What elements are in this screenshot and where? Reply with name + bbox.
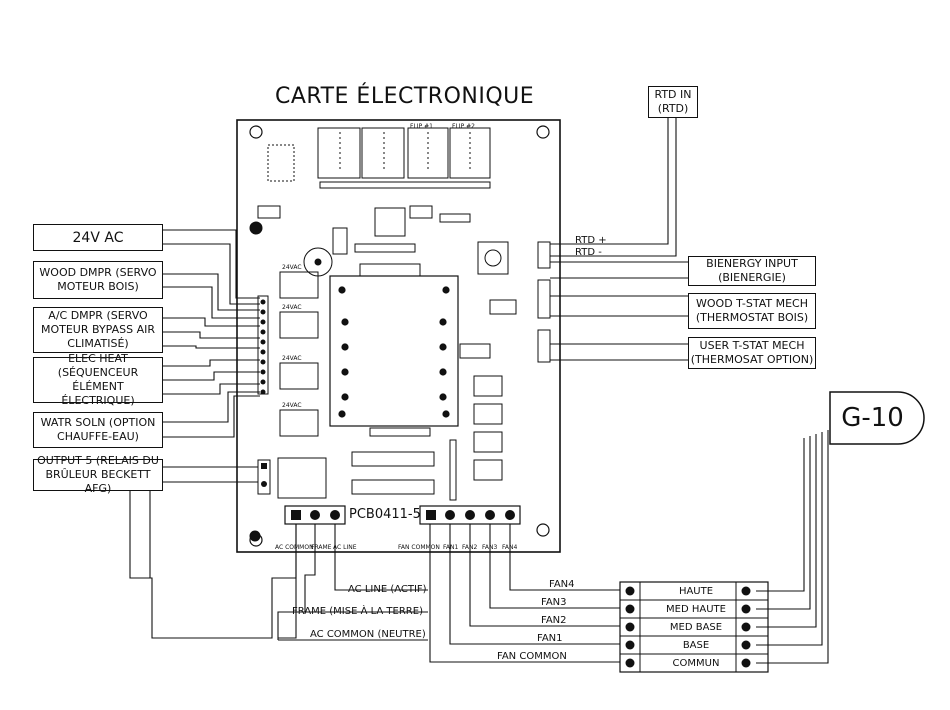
ac-terminal-block bbox=[284, 505, 346, 525]
left-wires bbox=[162, 229, 260, 483]
output5-return bbox=[129, 490, 297, 639]
box-bienergy: BIENERGY INPUT (BIENERGIE) bbox=[688, 256, 816, 286]
box-output-5-line-1: OUTPUT 5 (RELAIS DU bbox=[37, 454, 159, 467]
box-elec-heat-line-2: (SÉQUENCEUR ÉLÉMENT bbox=[57, 366, 139, 393]
rtd-in-box: RTD IN (RTD) bbox=[648, 86, 698, 118]
transformer bbox=[329, 275, 459, 427]
fan3-wire-label: FAN3 bbox=[541, 597, 567, 608]
box-watr-soln-line-2: CHAUFFE-EAU) bbox=[57, 430, 139, 443]
box-user-tstat-line-2: (THERMOSAT OPTION) bbox=[690, 353, 814, 366]
box-watr-soln-line-1: WATR SOLN (OPTION bbox=[40, 416, 156, 429]
mounting-holes bbox=[249, 125, 550, 547]
box-24v-ac: 24V AC bbox=[33, 224, 163, 251]
box-wood-dmpr-line-2: MOTEUR BOIS) bbox=[57, 280, 139, 293]
speed-haute: HAUTE bbox=[678, 586, 714, 597]
rtd-plus-label: RTD + bbox=[575, 235, 607, 246]
speed-base: BASE bbox=[682, 640, 710, 651]
box-ac-dmpr-line-3: CLIMATISÉ) bbox=[67, 337, 129, 350]
top-ic-array bbox=[267, 127, 491, 189]
speed-commun: COMMUN bbox=[672, 658, 720, 669]
box-output-5-line-2: BRÛLEUR BECKETT AFG) bbox=[45, 468, 151, 495]
left-relays bbox=[257, 271, 319, 437]
bottom-components bbox=[249, 427, 457, 542]
g10-connector bbox=[829, 391, 925, 445]
right-components bbox=[459, 241, 551, 481]
ac-terminal-line: AC LINE bbox=[333, 544, 357, 551]
box-output-5: OUTPUT 5 (RELAIS DU BRÛLEUR BECKETT AFG) bbox=[33, 454, 163, 495]
speed-med-haute: MED HAUTE bbox=[666, 604, 726, 615]
box-ac-dmpr-line-1: A/C DMPR (SERVO bbox=[48, 309, 148, 322]
ac-wires bbox=[277, 524, 428, 641]
box-watr-soln: WATR SOLN (OPTION CHAUFFE-EAU) bbox=[33, 412, 163, 448]
ac-terminal-common: AC COMMON bbox=[275, 544, 314, 551]
board-mark-24vac-1: 24VAC bbox=[282, 264, 302, 271]
box-elec-heat: ELEC HEAT (SÉQUENCEUR ÉLÉMENT ÉLECTRIQUE… bbox=[33, 352, 163, 407]
pcb-code: PCB0411-5 bbox=[349, 507, 421, 522]
speed-med-base: MED BASE bbox=[669, 622, 723, 633]
fan-terminal-1: FAN1 bbox=[443, 544, 459, 551]
box-wood-tstat: WOOD T-STAT MECH (THERMOSTAT BOIS) bbox=[688, 293, 816, 329]
box-ac-dmpr: A/C DMPR (SERVO MOTEUR BYPASS AIR CLIMAT… bbox=[33, 307, 163, 353]
box-bienergy-line-2: (BIENERGIE) bbox=[718, 271, 786, 284]
rtd-in-line-2: (RTD) bbox=[657, 102, 689, 115]
fan2-wire-label: FAN2 bbox=[541, 615, 567, 626]
box-24v-ac-line-1: 24V AC bbox=[72, 229, 124, 246]
g10-label: G-10 bbox=[841, 403, 904, 433]
board-mark-24vac-4: 24VAC bbox=[282, 402, 302, 409]
fan-common-wire-label: FAN COMMON bbox=[497, 651, 567, 662]
fan-terminal-block bbox=[419, 505, 521, 525]
board-mark-flip-2: FLIP #2 bbox=[452, 123, 475, 130]
board-mark-24vac-2: 24VAC bbox=[282, 304, 302, 311]
box-user-tstat-line-1: USER T-STAT MECH bbox=[699, 339, 805, 352]
fan4-wire-label: FAN4 bbox=[549, 579, 575, 590]
board-mark-flip-1: FLIP #1 bbox=[410, 123, 433, 130]
right-wires bbox=[550, 261, 688, 361]
output5-connector bbox=[257, 459, 271, 495]
left-terminal-pins bbox=[260, 299, 266, 395]
diagram-title: CARTE ÉLECTRONIQUE bbox=[275, 84, 535, 109]
board-mark-24vac-3: 24VAC bbox=[282, 355, 302, 362]
box-ac-dmpr-line-2: MOTEUR BYPASS AIR bbox=[40, 323, 155, 336]
fan-terminal-common: FAN COMMON bbox=[398, 544, 440, 551]
rtd-wires bbox=[550, 118, 677, 257]
fan-terminal-2: FAN2 bbox=[462, 544, 478, 551]
upper-components bbox=[249, 205, 509, 277]
frame-wire-label: FRAME (MISE À LA TERRE) bbox=[292, 606, 423, 617]
box-elec-heat-line-3: ÉLECTRIQUE) bbox=[61, 394, 135, 407]
box-bienergy-line-1: BIENERGY INPUT bbox=[706, 257, 798, 270]
box-wood-dmpr: WOOD DMPR (SERVO MOTEUR BOIS) bbox=[33, 261, 163, 299]
fan1-wire-label: FAN1 bbox=[537, 633, 563, 644]
fan-terminal-4: FAN4 bbox=[502, 544, 518, 551]
fan-wires bbox=[429, 524, 620, 663]
ac-line-wire-label: AC LINE (ACTIF) bbox=[348, 584, 427, 595]
g10-wires bbox=[756, 430, 829, 664]
ac-terminal-frame: FRAME bbox=[311, 544, 332, 551]
box-elec-heat-line-1: ELEC HEAT bbox=[68, 352, 128, 365]
box-user-tstat: USER T-STAT MECH (THERMOSAT OPTION) bbox=[688, 337, 816, 369]
box-wood-dmpr-line-1: WOOD DMPR (SERVO bbox=[39, 266, 157, 279]
box-wood-tstat-line-2: (THERMOSTAT BOIS) bbox=[695, 311, 809, 324]
rtd-minus-label: RTD - bbox=[575, 247, 602, 258]
ac-common-wire-label: AC COMMON (NEUTRE) bbox=[310, 629, 426, 640]
fan-terminal-3: FAN3 bbox=[482, 544, 498, 551]
rtd-in-line-1: RTD IN bbox=[654, 88, 692, 101]
box-wood-tstat-line-1: WOOD T-STAT MECH bbox=[696, 297, 808, 310]
